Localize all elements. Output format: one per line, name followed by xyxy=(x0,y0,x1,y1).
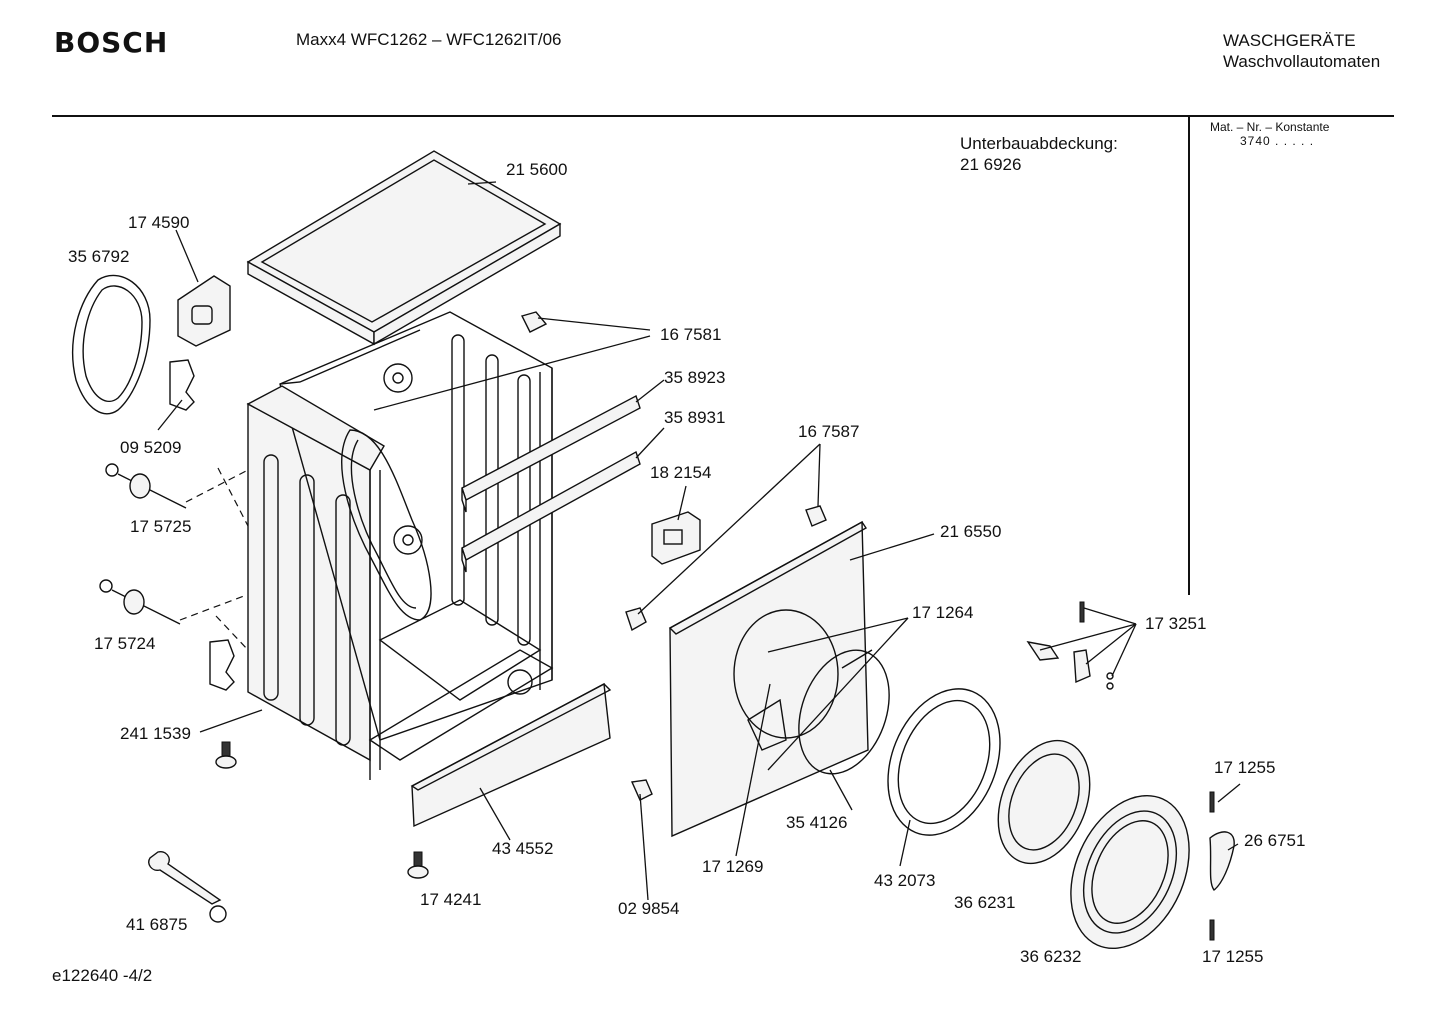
part-label: 17 5724 xyxy=(94,634,155,653)
clip-part xyxy=(625,607,647,632)
cover-note-label: Unterbauabdeckung: xyxy=(960,134,1118,153)
part-label: 43 2073 xyxy=(874,871,935,890)
part-label: 35 8923 xyxy=(664,368,725,387)
door-handle-part xyxy=(1209,831,1235,891)
category-block: WASCHGERÄTE Waschvollautomaten xyxy=(1223,30,1380,72)
part-label: 02 9854 xyxy=(618,899,679,918)
shock-absorber-upper-part xyxy=(105,463,187,509)
door-seal-ring-part xyxy=(72,274,151,415)
part-label: 17 3251 xyxy=(1145,614,1206,633)
pin-part xyxy=(1209,791,1215,813)
wrench-tool-part xyxy=(148,850,227,923)
clip-part xyxy=(805,505,827,527)
hinge-set-part xyxy=(1026,601,1114,690)
cabinet-body-part xyxy=(246,311,554,780)
material-number-label: Mat. – Nr. – Konstante xyxy=(1210,120,1330,134)
part-label: 36 6232 xyxy=(1020,947,1081,966)
part-label: 41 6875 xyxy=(126,915,187,934)
part-label: 17 1264 xyxy=(912,603,973,622)
cover-note: Unterbauabdeckung: 21 6926 xyxy=(960,133,1118,175)
top-cover-part xyxy=(246,150,562,346)
cover-note-number: 21 6926 xyxy=(960,155,1022,174)
door-lock-part xyxy=(651,511,701,565)
front-panel-part xyxy=(668,520,869,838)
part-label: 17 4590 xyxy=(128,213,189,232)
part-label: 43 4552 xyxy=(492,839,553,858)
leader-lines xyxy=(157,181,1241,901)
part-label: 16 7587 xyxy=(798,422,859,441)
dispenser-housing-part xyxy=(177,275,231,347)
part-label: 17 5725 xyxy=(130,517,191,536)
assembly-guide-line xyxy=(217,467,249,527)
hinge-clip-upper-part xyxy=(169,359,195,411)
part-label: 17 1255 xyxy=(1202,947,1263,966)
part-labels: 21 5600 17 4590 35 6792 16 7581 35 8923 … xyxy=(68,160,1305,966)
foot-screw-part xyxy=(407,851,429,879)
part-label: 09 5209 xyxy=(120,438,181,457)
part-label: 21 6550 xyxy=(940,522,1001,541)
bracket-rail-upper xyxy=(461,394,641,513)
pin-part xyxy=(1209,919,1215,941)
assembly-guide-line xyxy=(185,469,249,503)
kick-plate-part xyxy=(410,682,612,828)
foot-screw-part xyxy=(215,741,237,769)
part-label: 36 6231 xyxy=(954,893,1015,912)
category-line-1: WASCHGERÄTE xyxy=(1223,31,1356,50)
brand-logo: BOSCH xyxy=(54,26,169,59)
spring-part xyxy=(841,649,873,669)
shock-absorber-lower-part xyxy=(99,579,181,625)
part-label: 35 6792 xyxy=(68,247,129,266)
column-divider xyxy=(1188,117,1190,595)
part-label: 241 1539 xyxy=(120,724,191,743)
clip-part xyxy=(630,779,653,801)
part-label: 16 7581 xyxy=(660,325,721,344)
assembly-guide-line xyxy=(179,595,245,621)
part-label: 21 5600 xyxy=(506,160,567,179)
clip-part xyxy=(520,311,548,333)
part-label: 35 8931 xyxy=(664,408,725,427)
model-title: Maxx4 WFC1262 – WFC1262IT/06 xyxy=(296,30,562,49)
material-number-value: 3740 . . . . . xyxy=(1240,134,1315,148)
part-label: 18 2154 xyxy=(650,463,711,482)
drawing-code: e122640 -4/2 xyxy=(52,966,153,985)
part-label: 17 1269 xyxy=(702,857,763,876)
door-glass-part xyxy=(997,739,1091,865)
part-label: 26 6751 xyxy=(1244,831,1305,850)
assembly-guide-line xyxy=(215,615,249,651)
part-label: 17 1255 xyxy=(1214,758,1275,777)
door-frame-outer-part xyxy=(1070,794,1190,950)
hinge-clip-lower-part xyxy=(209,639,235,691)
part-label: 35 4126 xyxy=(786,813,847,832)
door-frame-inner-part xyxy=(887,688,1001,836)
inner-ring-part xyxy=(798,649,890,775)
bracket-rail-lower xyxy=(461,450,641,573)
part-label: 17 4241 xyxy=(420,890,481,909)
category-line-2: Waschvollautomaten xyxy=(1223,52,1381,71)
header-divider xyxy=(52,115,1394,117)
